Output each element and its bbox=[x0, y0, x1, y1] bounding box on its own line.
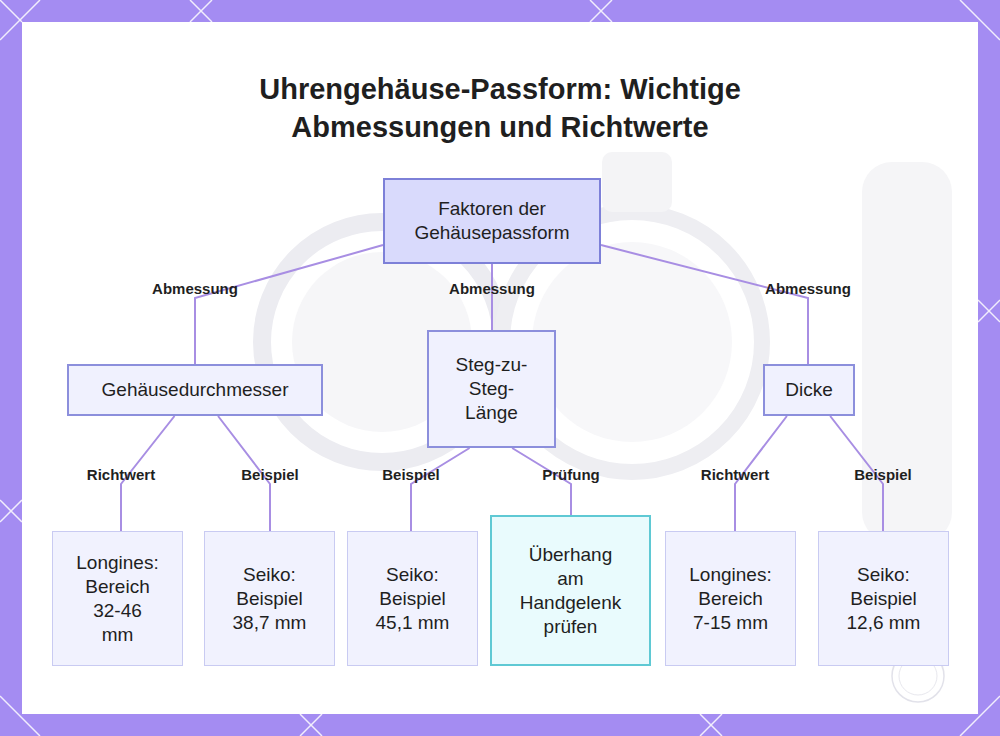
category-box: Longines: Bereich 7-15 mm bbox=[665, 531, 796, 666]
node-text: Longines: Bereich 7-15 mm bbox=[688, 563, 773, 635]
category-box: Steg-zu-Steg-Länge bbox=[427, 330, 556, 448]
node-text: Seiko: Beispiel 12,6 mm bbox=[841, 563, 926, 635]
edge-label: Abmessung bbox=[152, 280, 238, 297]
edge-label: Abmessung bbox=[449, 280, 535, 297]
category-box: Seiko: Beispiel 12,6 mm bbox=[818, 531, 949, 666]
category-box: Dicke bbox=[763, 364, 855, 416]
connector-line bbox=[601, 245, 808, 364]
node-text: Seiko: Beispiel 45,1 mm bbox=[370, 563, 455, 635]
edge-label: Beispiel bbox=[382, 466, 440, 483]
node-text: Faktoren der Gehäusepassform bbox=[399, 197, 585, 245]
connector-line bbox=[411, 448, 470, 531]
node-text: Dicke bbox=[785, 378, 833, 402]
node-text: Gehäusedurchmesser bbox=[102, 378, 289, 402]
node-text: Steg-zu-Steg-Länge bbox=[449, 353, 534, 425]
connector-line bbox=[195, 245, 383, 364]
edge-label: Richtwert bbox=[87, 466, 155, 483]
category-box: Seiko: Beispiel 45,1 mm bbox=[347, 531, 478, 666]
edge-label: Abmessung bbox=[765, 280, 851, 297]
edge-label: Beispiel bbox=[854, 466, 912, 483]
node-text: Longines: Bereich 32-46 mm bbox=[75, 551, 160, 647]
node-text: Überhang am Handgelenk prüfen bbox=[514, 543, 627, 639]
edge-label: Richtwert bbox=[701, 466, 769, 483]
category-box: Longines: Bereich 32-46 mm bbox=[52, 531, 183, 666]
connector-line bbox=[491, 264, 493, 330]
edge-label: Beispiel bbox=[241, 466, 299, 483]
category-box: Seiko: Beispiel 38,7 mm bbox=[204, 531, 335, 666]
check-box: Überhang am Handgelenk prüfen bbox=[490, 515, 651, 666]
edge-label: Prüfung bbox=[542, 466, 600, 483]
node-text: Seiko: Beispiel 38,7 mm bbox=[227, 563, 312, 635]
category-box: Gehäusedurchmesser bbox=[67, 364, 323, 416]
diagram-title: Uhrengehäuse-Passform: Wichtige Abmessun… bbox=[220, 70, 780, 146]
root-box: Faktoren der Gehäusepassform bbox=[383, 178, 601, 264]
